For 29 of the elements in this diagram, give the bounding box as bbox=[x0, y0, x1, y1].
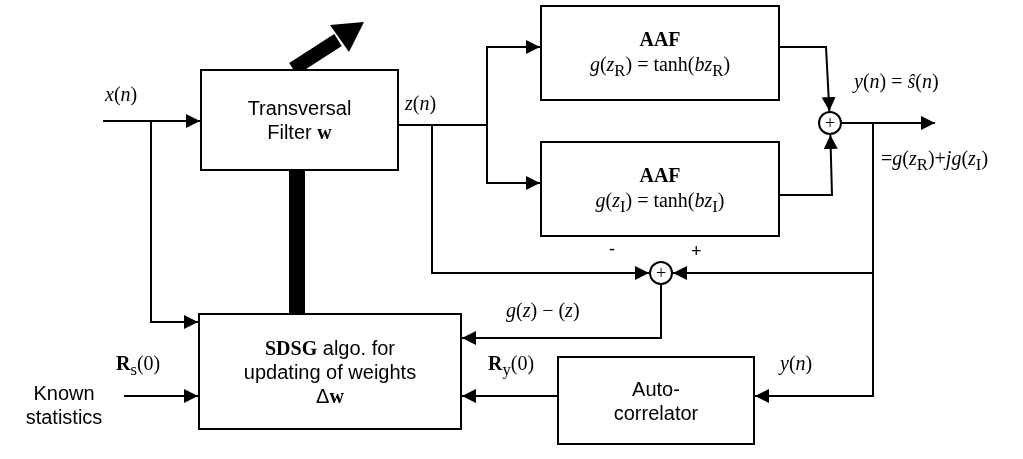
block-label: Transversal Filter w bbox=[246, 96, 353, 144]
arrow bbox=[754, 122, 874, 403]
algorithm-block bbox=[198, 313, 462, 430]
block-title: AAF bbox=[639, 162, 681, 188]
thick-connector bbox=[289, 171, 305, 313]
edge-label: x(n) bbox=[104, 83, 139, 105]
arrow bbox=[461, 284, 662, 345]
summing-junction: + bbox=[818, 111, 842, 135]
arrow bbox=[461, 389, 558, 403]
arrow bbox=[102, 120, 199, 329]
edge-label: g(z) − (z) bbox=[505, 299, 581, 321]
edge-label: R$_{y}$(0) bbox=[487, 352, 536, 380]
input-label: Known statistics bbox=[24, 381, 104, 429]
equation: g(z$_{I}$) = tanh(bz$_{I}$) bbox=[595, 187, 725, 217]
block-label: Auto- correlator bbox=[612, 376, 700, 425]
edge-label: y(n) = ŝ(n) bbox=[853, 70, 940, 92]
equation: g(z$_{R}$) = tanh(bz$_{R}$) bbox=[589, 51, 731, 81]
summing-junction: + bbox=[649, 261, 673, 285]
block-title: AAF bbox=[639, 26, 681, 52]
edge-label: z(n) bbox=[404, 92, 438, 114]
arrow bbox=[123, 389, 199, 403]
activation-block bbox=[540, 141, 780, 237]
arrow bbox=[779, 134, 838, 196]
edge-label: y(n) bbox=[779, 352, 814, 374]
filter-block bbox=[200, 69, 399, 171]
autocorrelator-block bbox=[557, 356, 755, 445]
activation-block bbox=[540, 5, 780, 101]
block-label: SDSG algo. for updating of weights Δw bbox=[242, 335, 418, 408]
arrow bbox=[779, 46, 836, 112]
